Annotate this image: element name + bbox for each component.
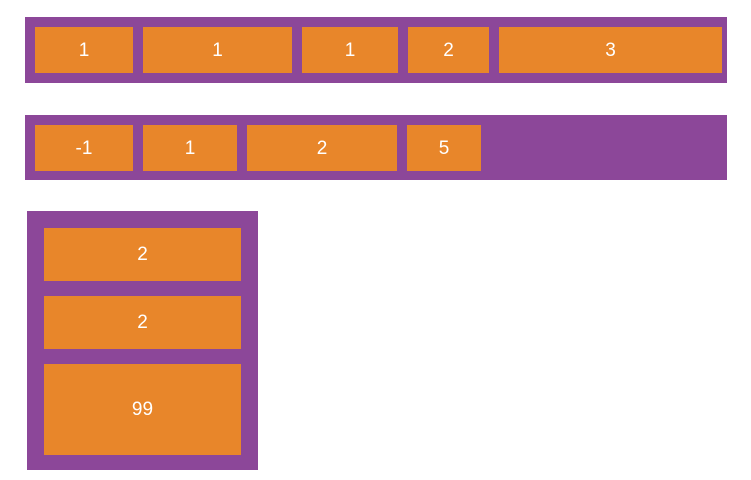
flex-item: 1 bbox=[143, 27, 292, 73]
flex-item: 2 bbox=[44, 228, 241, 281]
flex-item: -1 bbox=[35, 125, 133, 171]
flex-item: 1 bbox=[302, 27, 398, 73]
flex-item: 2 bbox=[44, 296, 241, 349]
flex-item: 2 bbox=[247, 125, 397, 171]
flex-item: 5 bbox=[407, 125, 481, 171]
flex-item: 1 bbox=[143, 125, 237, 171]
flex-item: 1 bbox=[35, 27, 133, 73]
flex-item: 3 bbox=[499, 27, 722, 73]
flex-item: 2 bbox=[408, 27, 489, 73]
flex-container-row-1: 1 1 1 2 3 bbox=[25, 17, 727, 83]
flex-container-row-2: -1 1 2 5 bbox=[25, 115, 727, 180]
flex-item: 99 bbox=[44, 364, 241, 455]
flex-container-column-1: 2 2 99 bbox=[27, 211, 258, 470]
